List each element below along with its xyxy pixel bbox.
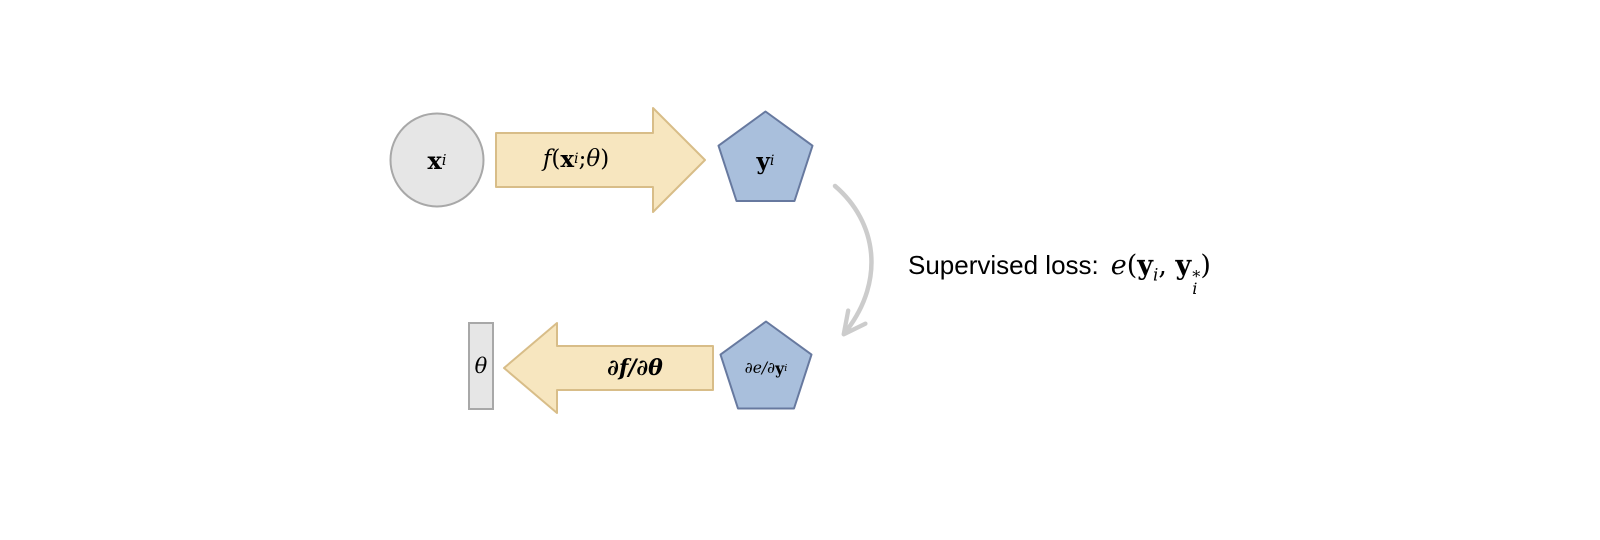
theta-node-shape	[468, 322, 494, 410]
loss-label: Supervised loss:	[908, 250, 1099, 280]
loss-part-y1-sub: i	[1153, 264, 1159, 285]
loss-part-y2-sup: *	[1192, 267, 1201, 287]
loss-part-y2: y	[1175, 250, 1192, 281]
rect-shape	[468, 322, 494, 410]
right-arrow-icon	[495, 107, 706, 213]
curved-arrow-path	[832, 183, 874, 337]
loss-part-open: (	[1126, 250, 1138, 281]
output-node-shape	[717, 110, 814, 202]
circle-shape	[389, 112, 485, 208]
supervised-loss-text: Supervised loss: e(yi, y*i)	[908, 250, 1211, 299]
input-node-shape	[389, 112, 485, 208]
loss-part-y2-subsup: *i	[1192, 267, 1201, 299]
loss-part-y2-sub: i	[1192, 279, 1198, 299]
backward-arrow-shape	[503, 322, 714, 414]
forward-arrow-shape	[495, 107, 706, 213]
loss-part-close: )	[1200, 250, 1211, 281]
loss-part-comma: ,	[1158, 250, 1176, 281]
grad-node-shape	[719, 320, 813, 410]
loss-formula: e(yi, y*i)	[1110, 250, 1211, 299]
loss-part-e: e	[1110, 250, 1127, 281]
pentagon-shape	[717, 110, 814, 202]
loss-curve-arrow	[832, 183, 874, 337]
pentagon-shape	[719, 320, 813, 410]
left-arrow-icon	[503, 322, 714, 414]
loss-part-y1: y	[1137, 250, 1153, 281]
